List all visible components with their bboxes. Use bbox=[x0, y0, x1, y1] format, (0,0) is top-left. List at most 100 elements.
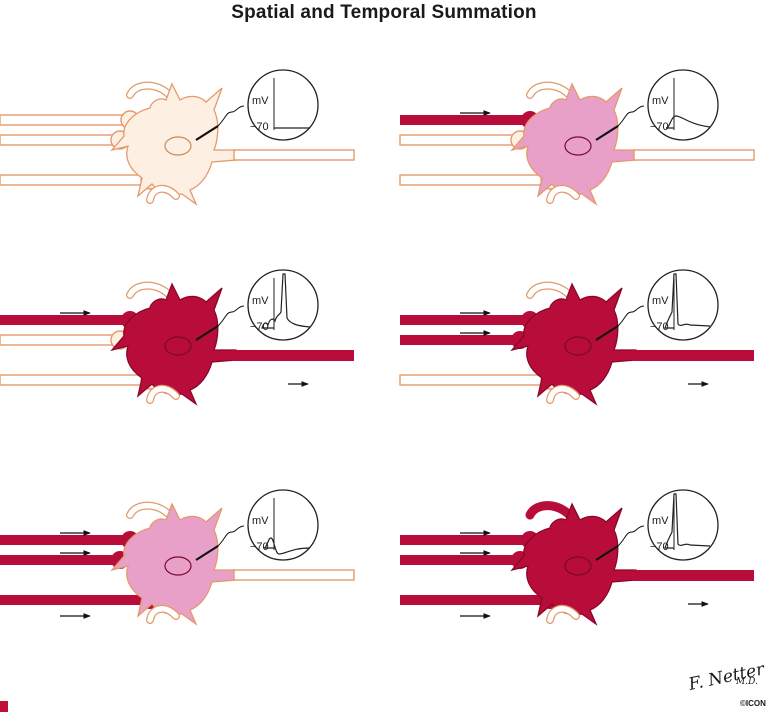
recording-scope: mV −70 bbox=[647, 69, 719, 141]
output-axon bbox=[234, 350, 354, 361]
axon-mid bbox=[0, 134, 121, 146]
electrode bbox=[195, 325, 219, 341]
axon-bottom bbox=[0, 174, 151, 186]
resting-label: −70 bbox=[250, 121, 269, 133]
neuron-soma bbox=[510, 282, 637, 406]
artist-signature: F. Netter M.D. ©ICON bbox=[686, 659, 767, 708]
scope-circle bbox=[647, 69, 719, 141]
axon-top bbox=[0, 114, 131, 126]
axon-lower-inner bbox=[547, 386, 579, 403]
axon-top bbox=[400, 315, 530, 325]
copyright-mark: ©ICON bbox=[740, 699, 766, 708]
recording-scope: mV −70 bbox=[647, 489, 719, 561]
electrode bbox=[195, 545, 219, 561]
axon-bottom bbox=[0, 595, 150, 605]
trace-area: mV −70 bbox=[650, 273, 711, 333]
nucleus bbox=[164, 556, 192, 576]
recording-scope: mV −70 bbox=[247, 269, 319, 341]
axon-lower-inner bbox=[547, 186, 579, 203]
electrode-wire bbox=[617, 305, 645, 327]
axon-bottom bbox=[400, 595, 550, 605]
unit-label: mV bbox=[252, 515, 269, 527]
panel-resting: mV −70 bbox=[0, 69, 355, 206]
nucleus bbox=[564, 336, 592, 356]
trace-area: mV −70 bbox=[650, 493, 711, 553]
panel-temporal-summation: mV −70 bbox=[0, 269, 354, 406]
neuron-soma bbox=[510, 502, 637, 626]
output-axon bbox=[634, 570, 754, 581]
figure-title: Spatial and Temporal Summation bbox=[231, 2, 537, 23]
electrode-wire bbox=[217, 105, 245, 127]
electrode bbox=[195, 125, 219, 141]
resting-label: −70 bbox=[650, 121, 669, 133]
nucleus bbox=[164, 136, 192, 156]
unit-label: mV bbox=[652, 515, 669, 527]
trace-area: mV −70 bbox=[250, 78, 310, 133]
electrode bbox=[595, 125, 619, 141]
resting-label: −70 bbox=[650, 541, 669, 553]
axon-bottom bbox=[399, 374, 551, 386]
axon-lower-inner bbox=[147, 186, 179, 203]
axon-lower-inner bbox=[547, 606, 579, 623]
membrane-trace bbox=[261, 273, 311, 329]
axon-top bbox=[0, 315, 130, 325]
neuron-soma bbox=[110, 82, 237, 206]
output-axon bbox=[634, 350, 754, 361]
scope-circle bbox=[247, 489, 319, 561]
unit-label: mV bbox=[652, 295, 669, 307]
unit-label: mV bbox=[652, 95, 669, 107]
axon-upper bbox=[525, 501, 577, 523]
axon-lower-inner bbox=[147, 606, 179, 623]
electrode-wire bbox=[217, 525, 245, 547]
electrode-wire bbox=[617, 105, 645, 127]
axon-mid bbox=[400, 555, 520, 565]
unit-label: mV bbox=[252, 295, 269, 307]
axon-top bbox=[400, 535, 530, 545]
electrode-wire bbox=[217, 305, 245, 327]
electrode bbox=[595, 325, 619, 341]
membrane-trace bbox=[263, 537, 311, 555]
panel-spatial-summation-three-inputs: mV −70 bbox=[400, 489, 754, 626]
resting-label: −70 bbox=[250, 541, 269, 553]
neuron-soma bbox=[510, 82, 637, 206]
axon-lower-inner bbox=[147, 386, 179, 403]
axon-mid bbox=[400, 335, 520, 345]
axon-top bbox=[400, 115, 530, 125]
output-axon bbox=[233, 149, 355, 161]
membrane-trace bbox=[664, 273, 711, 329]
trace-area: mV −70 bbox=[250, 498, 311, 555]
trace-area: mV −70 bbox=[650, 78, 711, 133]
trace-area: mV −70 bbox=[250, 273, 311, 333]
electrode-wire bbox=[617, 525, 645, 547]
corner-badge bbox=[0, 701, 8, 712]
electrode bbox=[595, 545, 619, 561]
unit-label: mV bbox=[252, 95, 269, 107]
output-axon bbox=[233, 569, 355, 581]
neuron-soma bbox=[110, 282, 237, 406]
axon-top bbox=[0, 535, 130, 545]
membrane-trace bbox=[665, 115, 711, 129]
recording-scope: mV −70 bbox=[647, 269, 719, 341]
panel-spatial-summation-two-inputs: mV −70 bbox=[399, 269, 754, 406]
signature-degree: M.D. bbox=[735, 677, 758, 687]
output-axon bbox=[633, 149, 755, 161]
recording-scope: mV −70 bbox=[247, 69, 319, 141]
axon-bottom bbox=[399, 174, 551, 186]
axon-mid bbox=[399, 134, 521, 146]
nucleus bbox=[564, 136, 592, 156]
membrane-trace bbox=[664, 493, 711, 549]
panel-excitation-plus-inhibition: mV −70 bbox=[0, 489, 355, 626]
scope-circle bbox=[247, 69, 319, 141]
recording-scope: mV −70 bbox=[247, 489, 319, 561]
panel-single-input-epsp: mV −70 bbox=[399, 69, 755, 206]
neuron-soma bbox=[110, 502, 237, 626]
resting-label: −70 bbox=[250, 321, 269, 333]
axon-mid bbox=[0, 334, 121, 346]
axon-mid bbox=[0, 555, 120, 565]
scope-circle bbox=[647, 489, 719, 561]
resting-label: −70 bbox=[650, 321, 669, 333]
scope-circle bbox=[647, 269, 719, 341]
axon-bottom bbox=[0, 374, 151, 386]
nucleus bbox=[164, 336, 192, 356]
